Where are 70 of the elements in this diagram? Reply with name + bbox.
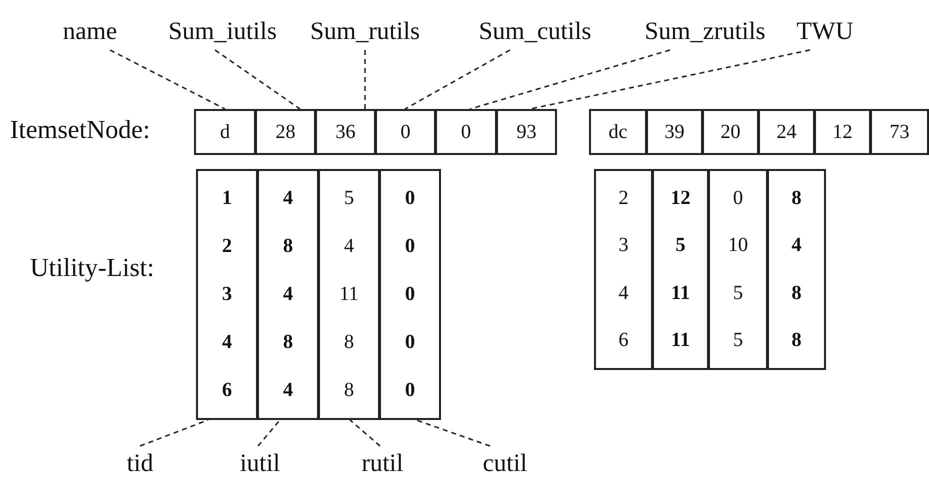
- row-label: ItemsetNode:: [10, 115, 150, 145]
- utility-value: 12: [670, 187, 690, 210]
- utility-value: 0: [405, 378, 415, 402]
- utility-value: 0: [405, 187, 415, 210]
- utility-value: 4: [283, 282, 293, 306]
- utility-value: 6: [222, 378, 232, 402]
- itemset-cell: 24: [758, 109, 815, 155]
- itemset-cell: 36: [315, 109, 376, 155]
- utility-value: 11: [671, 328, 690, 352]
- field-name: Sum_rutils: [300, 14, 430, 50]
- leader-line: [257, 420, 281, 446]
- utility-value: 4: [344, 235, 354, 258]
- field-name: rutil: [350, 446, 415, 482]
- itemset-cell: d: [194, 109, 256, 155]
- utility-value: 0: [405, 330, 415, 354]
- utility-value: 0: [733, 187, 743, 210]
- utility-value: 5: [344, 187, 354, 210]
- field-name: cutil: [470, 446, 540, 482]
- utility-value: 10: [728, 234, 748, 258]
- itemset-cell: 93: [496, 109, 557, 155]
- leader-line: [364, 50, 366, 109]
- utility-value: 3: [222, 282, 232, 306]
- utility-value: 0: [405, 235, 415, 258]
- leader-line: [350, 419, 380, 447]
- field-name: name: [55, 14, 125, 50]
- leader-line: [470, 49, 670, 110]
- leader-line: [404, 49, 510, 110]
- utility-value: 4: [283, 187, 293, 210]
- leader-line: [416, 419, 490, 447]
- utility-value: 5: [733, 282, 743, 305]
- utility-value: 4: [222, 330, 232, 354]
- utility-value: 1: [222, 187, 232, 210]
- utility-value: 4: [792, 234, 802, 258]
- utility-value: 4: [283, 378, 293, 402]
- field-name: Sum_zrutils: [625, 14, 785, 50]
- itemset-cell: dc: [589, 109, 647, 155]
- utility-value: 3: [618, 234, 628, 258]
- utility-value: 2: [222, 235, 232, 258]
- leader-line: [214, 49, 300, 110]
- utility-value: 8: [344, 330, 354, 354]
- field-name: Sum_iutils: [160, 14, 285, 50]
- itemset-cell: 28: [255, 109, 316, 155]
- utility-value: 6: [618, 328, 628, 352]
- utility-value: 2: [618, 187, 628, 210]
- itemset-cell: 0: [375, 109, 436, 155]
- utility-value: 8: [792, 328, 802, 352]
- utility-value: 11: [339, 282, 359, 306]
- itemset-cell: 73: [870, 109, 929, 155]
- utility-value: 8: [283, 330, 293, 354]
- itemset-cell: 0: [435, 109, 497, 155]
- row-label: Utility-List:: [30, 253, 154, 283]
- utility-value: 8: [792, 282, 802, 305]
- utility-value: 5: [676, 234, 686, 258]
- utility-value: 0: [405, 282, 415, 306]
- utility-value: 5: [733, 328, 743, 352]
- itemset-cell: 39: [646, 109, 703, 155]
- itemset-cell: 20: [702, 109, 759, 155]
- leader-line: [110, 49, 226, 110]
- utility-value: 8: [792, 187, 802, 210]
- field-name: tid: [115, 446, 165, 482]
- utility-value: 4: [618, 282, 628, 305]
- leader-line: [530, 49, 810, 110]
- utility-value: 8: [283, 235, 293, 258]
- leader-line: [140, 419, 208, 447]
- field-name: iutil: [230, 446, 290, 482]
- field-name: TWU: [790, 14, 860, 50]
- itemset-cell: 12: [814, 109, 871, 155]
- utility-value: 11: [671, 282, 690, 305]
- utility-value: 8: [344, 378, 354, 402]
- field-name: Sum_cutils: [465, 14, 605, 50]
